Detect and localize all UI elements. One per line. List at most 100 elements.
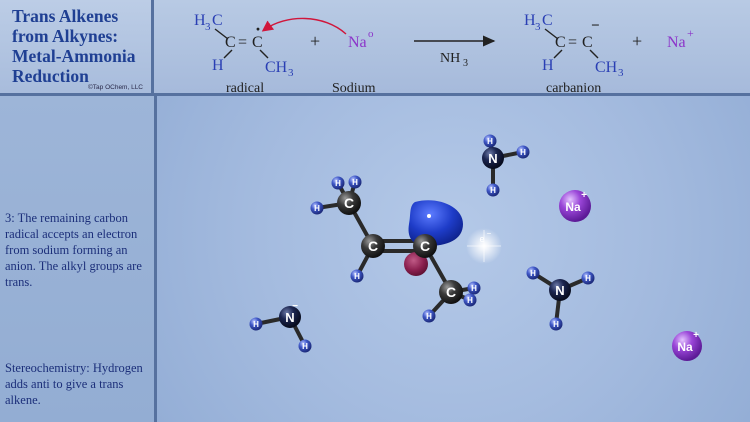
page-title: Trans Alkenes from Alkynes: Metal-Ammoni…: [12, 6, 152, 86]
nitrogen-atom: [482, 147, 504, 169]
orbital-electron-dot: [427, 214, 431, 218]
sodium-atom: [672, 331, 702, 361]
radical-double-bond: =: [238, 34, 247, 51]
radical-h3c-sub: 3: [205, 21, 211, 33]
carbon-atom: [439, 280, 463, 304]
bond-line: [214, 28, 229, 40]
hydrogen-atom: [483, 134, 497, 148]
radical-h3c-h: H: [194, 12, 206, 29]
title-panel: Trans Alkenes from Alkynes: Metal-Ammoni…: [0, 0, 154, 96]
sodium-charge: +: [581, 190, 587, 201]
anion-ch3-sub: 3: [618, 67, 624, 79]
atom-label: H: [352, 178, 358, 187]
atom-label: H: [487, 137, 493, 146]
hydrogen-atom: [331, 176, 345, 190]
anion-h3c-h: H: [524, 12, 536, 29]
electron-label: e: [479, 234, 484, 244]
radical-ch3: CH: [265, 59, 288, 76]
nitrogen-atom: [549, 279, 571, 301]
atom-label: H: [335, 179, 341, 188]
hydrogen-atom: [310, 201, 324, 215]
radical-c1: C: [225, 34, 236, 51]
hydrogen-atom: [549, 317, 563, 331]
hydrogen-atom: [422, 309, 436, 323]
hydrogen-atom: [249, 317, 263, 331]
atom-label: H: [314, 204, 320, 213]
anion-h: H: [542, 57, 554, 74]
ammonia-molecule: N H H H: [482, 134, 530, 197]
anion-double-bond: =: [568, 34, 577, 51]
sodium-reactant: Na: [348, 34, 367, 51]
ball-and-stick-molecule-icon: C C C C H H H H H H H N: [249, 134, 702, 361]
sodium-cation-sphere: Na +: [559, 190, 591, 222]
atom-label: Na: [677, 340, 693, 354]
radical-ch3-sub: 3: [288, 67, 294, 79]
explanation-panel: 3: The remaining carbon radical accepts …: [0, 96, 157, 422]
atom-label: H: [253, 320, 259, 329]
sodium-cation-charge: +: [687, 26, 694, 40]
sodium-cation-sphere: Na +: [672, 330, 702, 361]
bond-line: [553, 49, 563, 59]
carbon-atoms: C C C C: [337, 191, 463, 304]
carbon-atom: [337, 191, 361, 215]
radical-label: radical: [226, 81, 264, 96]
hydrogen-atom: [526, 266, 540, 280]
sodium-neutral-charge: o: [368, 28, 374, 40]
copyright: ©Tap OChem, LLC: [88, 84, 144, 91]
atom-label: H: [520, 148, 526, 157]
anion-c1: C: [555, 34, 566, 51]
reagent: NH: [440, 51, 460, 66]
sodium-label: Sodium: [332, 81, 376, 96]
anion-c2: C: [582, 34, 593, 51]
bond-line: [589, 49, 599, 59]
radical-dot: ·: [255, 19, 261, 39]
anion-ch3: CH: [595, 59, 618, 76]
atom-label: N: [285, 310, 294, 325]
electron-glow-icon: e −: [466, 228, 502, 264]
anion-h3c-c: C: [542, 12, 553, 29]
hydrogen-atom: [463, 293, 477, 307]
atom-label: C: [368, 238, 378, 254]
plus-sign-2: +: [632, 31, 642, 51]
equation-panel: H 3 C C = C · H CH 3 radical + Na o Sodi…: [154, 0, 750, 96]
atom-label: C: [420, 238, 430, 254]
atom-label: N: [555, 283, 564, 298]
atom-label: C: [446, 284, 456, 300]
atom-label: Na: [565, 200, 581, 214]
atom-label: H: [585, 274, 591, 283]
atom-label: H: [354, 272, 360, 281]
carbanion-label: carbanion: [546, 81, 601, 96]
atom-label: H: [471, 284, 477, 293]
bond-line: [223, 49, 233, 59]
hydrogen-atom: [467, 281, 481, 295]
hydrogen-atom: [516, 145, 530, 159]
amide-anion: N − H H: [249, 301, 312, 353]
atom-label: H: [467, 296, 473, 305]
nitrogen-atom: [279, 306, 301, 328]
electron-charge: −: [487, 229, 492, 238]
title-line-1: Trans Alkenes: [12, 6, 119, 26]
sodium-cation: Na: [667, 34, 686, 51]
radical-c2: C: [252, 34, 263, 51]
atom-label: N: [488, 151, 497, 166]
carbon-atom: [413, 234, 437, 258]
ammonia-molecule: N H H H: [526, 266, 595, 331]
step-description: 3: The remaining carbon radical accepts …: [5, 211, 142, 289]
anion-minus: −: [591, 18, 600, 34]
bond-line: [259, 49, 269, 59]
amide-charge: −: [292, 301, 298, 312]
sodium-atom: [559, 190, 591, 222]
sodium-charge: +: [693, 330, 699, 341]
radical-h3c-c: C: [212, 12, 223, 29]
stereochemistry-note: Stereochemistry: Hydrogen adds anti to g…: [5, 361, 143, 407]
hydrogen-atom: [486, 183, 500, 197]
atom-label: H: [530, 269, 536, 278]
hydrogen-atom: [298, 339, 312, 353]
atom-label: H: [553, 320, 559, 329]
hydrogen-atom: [348, 175, 362, 189]
atom-label: H: [302, 342, 308, 351]
hydrogen-atom: [581, 271, 595, 285]
p-orbital-lower-lobe: [404, 252, 428, 276]
plus-sign-1: +: [310, 31, 320, 51]
bond-line: [544, 28, 559, 40]
